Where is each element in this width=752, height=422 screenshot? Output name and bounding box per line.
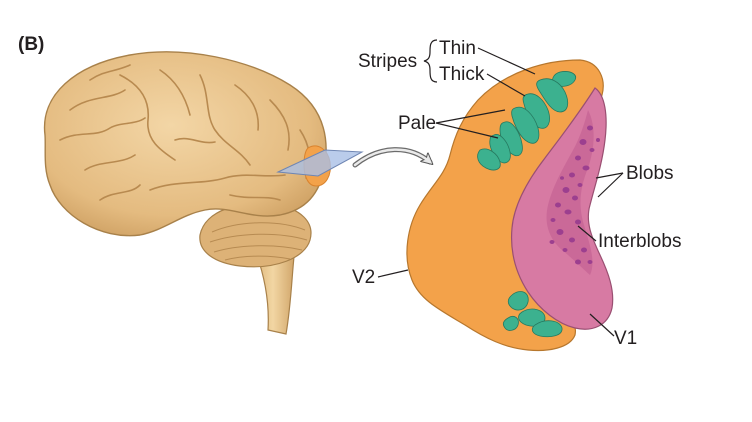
label-thin: Thin	[439, 38, 476, 59]
label-v2: V2	[352, 267, 375, 288]
stripes-brace	[424, 40, 437, 82]
label-thick: Thick	[439, 64, 485, 85]
label-blobs: Blobs	[626, 163, 674, 184]
cortex-section	[407, 60, 613, 350]
panel-label: (B)	[18, 34, 44, 55]
label-interblobs: Interblobs	[598, 231, 681, 252]
label-v1: V1	[614, 328, 637, 349]
brain-illustration	[45, 52, 362, 334]
label-stripes: Stripes	[358, 51, 417, 72]
leader-v2	[378, 270, 408, 277]
leader-thin	[478, 48, 535, 74]
cerebrum	[45, 52, 327, 236]
label-pale: Pale	[398, 113, 436, 134]
